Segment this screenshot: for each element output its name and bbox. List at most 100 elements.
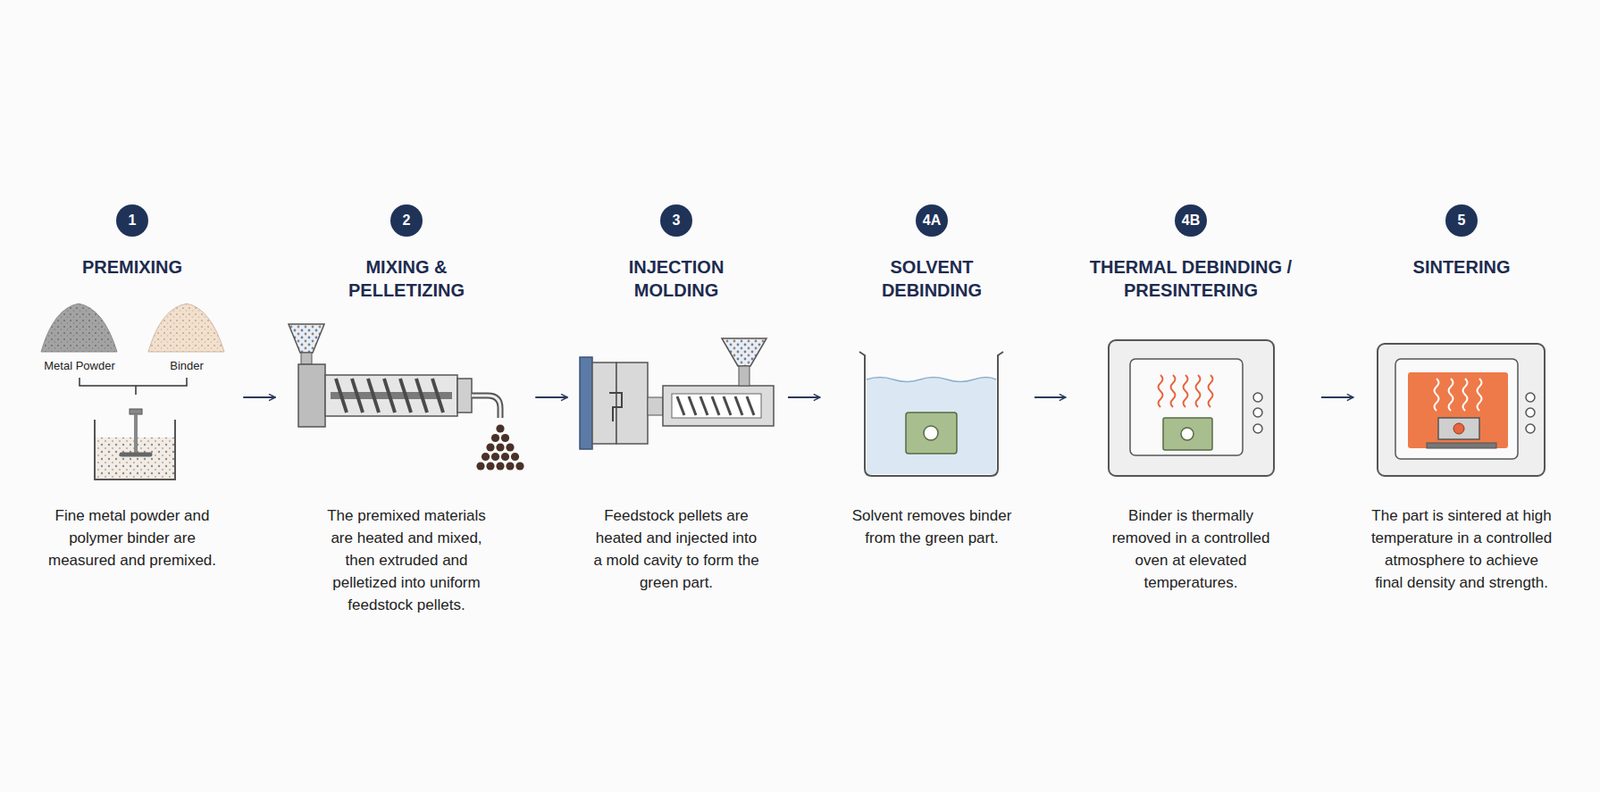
injection-molding-illustration-part: [647, 397, 663, 416]
extruder-illustration-part: [471, 395, 501, 419]
solvent-beaker-illustration: [859, 351, 1004, 477]
step-description: Fine metal powder and polymer binder are…: [38, 504, 227, 572]
premix-illustration-part: [148, 303, 225, 352]
step-title: SINTERING: [1363, 255, 1560, 279]
extruder-illustration-part: [325, 375, 458, 417]
step-description: Binder is thermally removed in a control…: [1101, 504, 1281, 595]
debinding-oven-illustration-part: [1130, 359, 1243, 456]
sintering-furnace-illustration-part: [1377, 343, 1545, 477]
extruder-illustration-part-part: [485, 443, 495, 452]
material-label: Metal Powder: [43, 359, 115, 374]
extruder-illustration-part: [335, 378, 444, 413]
injection-molding-illustration-part-part: [735, 396, 743, 416]
flow-arrow: [787, 396, 821, 399]
extruder-illustration-part-part: [485, 461, 495, 470]
debinding-oven-illustration-part-part: [1183, 375, 1189, 408]
debinding-oven-illustration: [1108, 340, 1274, 477]
step-description: The premixed materials are heated and mi…: [317, 504, 496, 617]
step-number-badge: 5: [1445, 204, 1478, 237]
injection-molding-illustration-part-part: [700, 396, 708, 416]
sintering-furnace-illustration-part: [1438, 418, 1480, 440]
premix-illustration-part: [41, 303, 118, 352]
injection-molding-illustration-part-part: [688, 396, 696, 416]
sintering-furnace-illustration-part: [1525, 424, 1535, 434]
extruder-illustration-part: [471, 395, 501, 419]
extruder-illustration-part-part: [351, 378, 363, 413]
injection-molding-illustration-part-part: [746, 396, 754, 416]
solvent-beaker-illustration-part: [866, 377, 997, 476]
step-description: The part is sintered at high temperature…: [1370, 504, 1553, 595]
debinding-oven-illustration-part-part: [1171, 375, 1176, 408]
step-title: PREMIXING: [33, 255, 231, 279]
extruder-illustration-part: [476, 424, 524, 470]
material-label: Binder: [169, 359, 204, 374]
injection-molding-illustration: [579, 338, 774, 450]
extruder-illustration-part-part: [515, 461, 524, 470]
step-number-badge: 4A: [915, 204, 948, 237]
injection-molding-illustration-part-part: [712, 396, 720, 416]
step-number-badge: 4B: [1174, 204, 1207, 237]
extruder-illustration-part-part: [510, 452, 520, 461]
step-number-badge: 3: [660, 204, 693, 237]
step-number: 1: [128, 213, 137, 228]
premix-illustration-part: [134, 414, 138, 454]
flow-arrow: [1321, 396, 1354, 399]
step-number-badge: 1: [116, 204, 149, 237]
premix-illustration: [41, 303, 225, 480]
step-number: 5: [1457, 213, 1466, 228]
extruder-illustration-part-part: [384, 378, 395, 413]
flow-arrow: [1034, 396, 1066, 399]
step-number: 2: [402, 213, 411, 228]
injection-molding-illustration-part: [721, 338, 767, 367]
process-step: 5SINTERING The part is sintered at high t…: [1363, 203, 1560, 624]
step-number: 3: [672, 213, 681, 228]
solvent-beaker-illustration-part: [905, 412, 957, 454]
solvent-beaker-illustration-part: [859, 351, 1004, 477]
solvent-beaker-illustration-part: [923, 426, 939, 441]
step-number: 4A: [922, 213, 941, 228]
step-number: 4B: [1181, 213, 1200, 228]
extruder-illustration-part-part: [501, 452, 510, 461]
extruder-illustration-part: [298, 364, 326, 428]
sintering-furnace-illustration-part-part: [1449, 378, 1454, 411]
sintering-furnace-illustration: [1377, 343, 1545, 477]
step-title: SOLVENT DEBINDING: [851, 255, 1013, 302]
debinding-oven-illustration-part: [1158, 375, 1214, 408]
extruder-illustration-part-part: [501, 434, 510, 443]
process-step: 2MIXING & PELLETIZINGThe premixed materi…: [288, 203, 526, 624]
debinding-oven-illustration-part-part: [1208, 375, 1214, 408]
extruder-illustration-part-part: [400, 378, 411, 413]
extruder-illustration-part: [288, 324, 325, 353]
process-step: 4A SOLVENT DEBINDING Solvent removes binde…: [833, 203, 1031, 624]
premix-illustration-part: [121, 452, 151, 458]
debinding-oven-illustration-part: [1253, 424, 1263, 434]
step-number-badge: 2: [390, 204, 423, 237]
sintering-furnace-illustration-part: [1407, 372, 1508, 449]
sintering-furnace-illustration-part-part: [1434, 378, 1440, 411]
premix-illustration-part: [129, 409, 143, 415]
extruder-illustration-part-part: [505, 461, 514, 470]
process-step: 4B THERMAL DEBINDING / PRESINTERING Binder…: [1070, 203, 1312, 624]
debinding-oven-illustration-part: [1253, 393, 1263, 403]
injection-molding-illustration-part: [609, 393, 622, 422]
extruder-illustration: [288, 324, 525, 471]
step-title: INJECTION MOLDING: [595, 255, 757, 302]
step-description: Solvent removes binder from the green pa…: [842, 504, 1022, 550]
sintering-furnace-illustration-part: [1426, 443, 1497, 449]
flow-arrow: [535, 396, 568, 399]
extruder-illustration-part-part: [505, 443, 514, 452]
step-title: THERMAL DEBINDING / PRESINTERING: [1072, 255, 1310, 302]
extruder-illustration-part-part: [368, 378, 379, 413]
debinding-oven-illustration-part: [1181, 427, 1194, 441]
injection-molding-illustration-part: [592, 362, 617, 444]
debinding-oven-illustration-part: [1163, 418, 1213, 451]
extruder-illustration-part-part: [491, 434, 500, 443]
extruder-illustration-part-part: [491, 452, 500, 461]
extruder-illustration-part: [457, 378, 472, 413]
injection-molding-illustration-part-part: [723, 396, 731, 416]
extruder-illustration-part-part: [495, 461, 504, 470]
flow-arrow: [242, 396, 276, 399]
